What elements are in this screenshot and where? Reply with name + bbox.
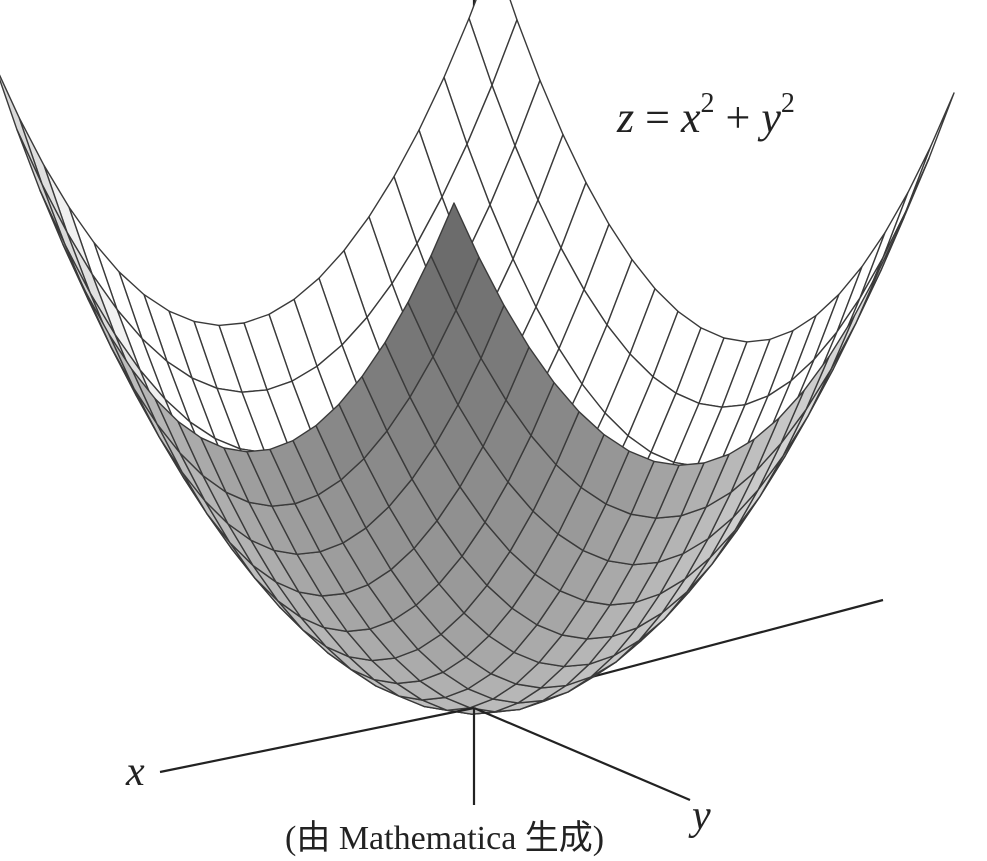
surface-equation: z = x2 + y2 [617, 88, 795, 142]
figure-caption: (由 Mathematica 生成) [285, 820, 605, 857]
mesh-cell [430, 202, 480, 311]
mesh-cell [43, 164, 93, 275]
paraboloid-surface [0, 0, 955, 715]
y-axis-line [473, 706, 691, 802]
mesh-cell [859, 191, 909, 299]
mesh-cell [18, 116, 68, 233]
y-axis-label: y [692, 793, 711, 839]
x-axis-line [159, 706, 475, 774]
x-axis-label: x [126, 749, 145, 795]
coordinate-axes [159, 706, 691, 805]
mesh-cell [882, 145, 932, 259]
mesh-cell [0, 74, 43, 185]
mesh-cell [836, 231, 886, 333]
